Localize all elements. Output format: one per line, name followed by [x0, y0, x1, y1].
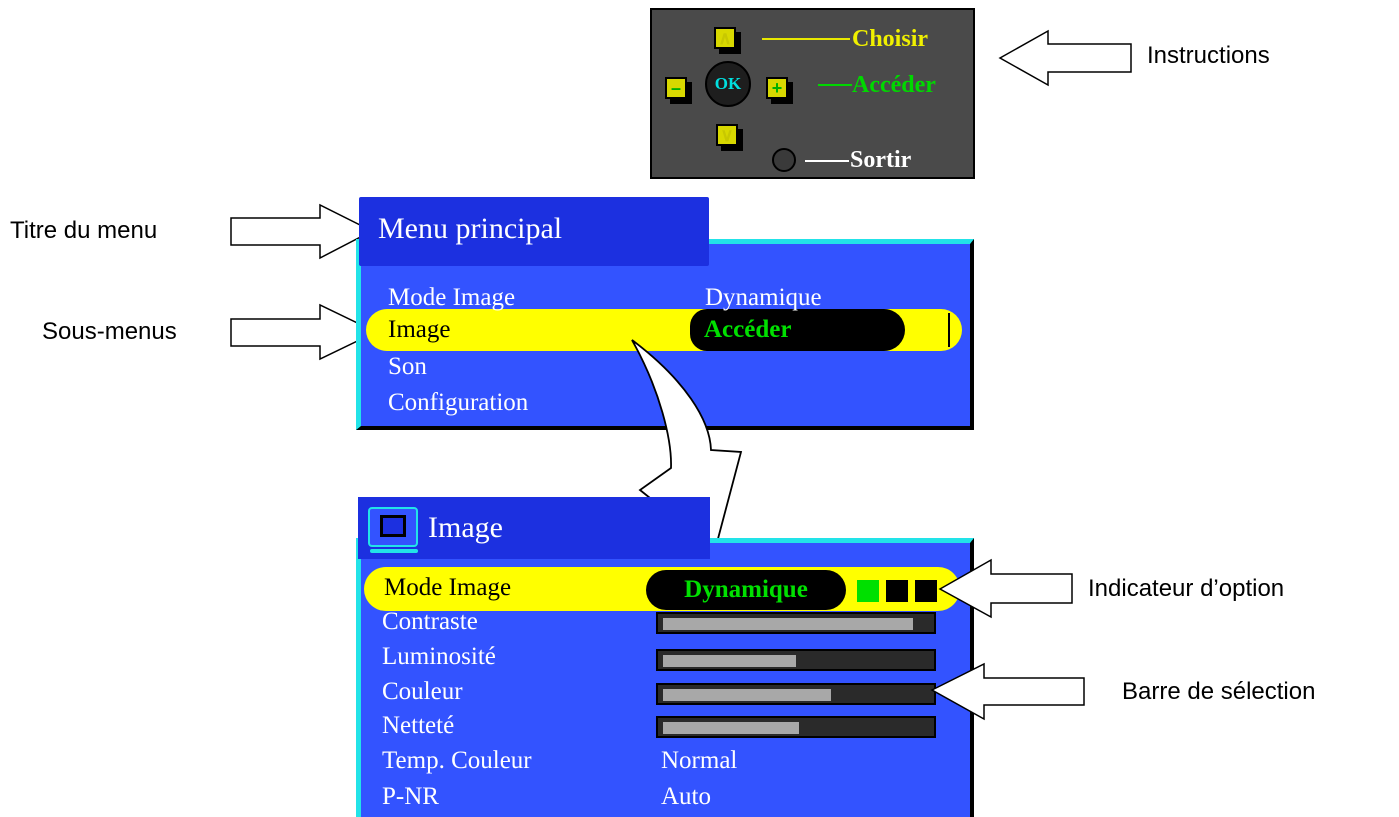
image-menu-item-couleur[interactable]: Couleur	[382, 678, 463, 705]
picture-icon-underline	[370, 549, 418, 553]
option-indicator-3	[915, 580, 937, 602]
luminosite-slider[interactable]	[656, 649, 936, 671]
down-key[interactable]: ∨	[716, 124, 738, 146]
up-arrow-icon: ∧	[718, 28, 732, 48]
image-menu-value-temp-couleur: Normal	[661, 747, 738, 774]
option-indicator-callout: Indicateur d’option	[1088, 575, 1285, 602]
couleur-slider[interactable]	[656, 683, 936, 705]
luminosite-slider-fill	[663, 655, 796, 667]
main-menu-item-mode-image[interactable]: Mode Image	[388, 284, 516, 311]
exit-leader-line	[805, 160, 849, 162]
minus-key[interactable]: –	[665, 77, 687, 99]
contraste-slider[interactable]	[656, 612, 936, 634]
image-menu-item-contraste[interactable]: Contraste	[382, 608, 478, 635]
selection-bar-arrow-icon	[930, 662, 1085, 721]
main-menu-item-configuration[interactable]: Configuration	[388, 389, 529, 416]
submenus-arrow-icon	[230, 303, 378, 361]
plus-key[interactable]: +	[766, 77, 788, 99]
main-menu-selection-divider	[948, 313, 950, 347]
up-key[interactable]: ∧	[714, 27, 736, 49]
exit-label: Sortir	[850, 147, 912, 173]
contraste-slider-fill	[663, 618, 913, 630]
instructions-arrow-icon	[998, 29, 1132, 87]
main-menu-item-image[interactable]: Image	[388, 316, 451, 343]
nettete-slider[interactable]	[656, 716, 936, 738]
image-menu-item-nettete[interactable]: Netteté	[382, 712, 455, 739]
ok-button[interactable]: OK	[705, 61, 751, 107]
choose-label: Choisir	[852, 26, 929, 52]
enter-leader-line	[818, 84, 852, 86]
main-menu-value-mode-image: Dynamique	[705, 284, 822, 311]
main-menu-item-son[interactable]: Son	[388, 353, 427, 380]
instructions-callout: Instructions	[1147, 42, 1270, 69]
image-menu-item-mode-image[interactable]: Mode Image	[384, 574, 512, 601]
picture-icon-screen	[380, 515, 406, 537]
down-arrow-icon: ∨	[720, 125, 734, 145]
couleur-slider-fill	[663, 689, 831, 701]
option-indicator-2	[886, 580, 908, 602]
image-menu-value-p-nr: Auto	[661, 783, 711, 810]
image-menu-item-luminosite[interactable]: Luminosité	[382, 643, 496, 670]
enter-label: Accéder	[852, 72, 936, 98]
image-menu-item-temp-couleur[interactable]: Temp. Couleur	[382, 747, 532, 774]
main-menu-selected-value[interactable]: Accéder	[690, 309, 905, 351]
main-menu-title: Menu principal	[359, 197, 709, 266]
image-menu-value-mode-image[interactable]: Dynamique	[646, 570, 846, 610]
plus-icon: +	[771, 78, 783, 98]
nettete-slider-fill	[663, 722, 799, 734]
choose-leader-line	[762, 38, 850, 40]
option-indicator-arrow-icon	[938, 558, 1073, 619]
minus-icon: –	[670, 78, 681, 98]
menu-title-arrow-icon	[230, 203, 374, 260]
option-indicator-1	[857, 580, 879, 602]
submenus-callout: Sous-menus	[42, 318, 177, 345]
remote-instructions-panel	[650, 8, 975, 179]
exit-button[interactable]	[772, 148, 796, 172]
selection-bar-callout: Barre de sélection	[1122, 678, 1316, 705]
image-menu-item-p-nr[interactable]: P-NR	[382, 783, 439, 810]
menu-title-callout: Titre du menu	[10, 217, 158, 244]
ok-label: OK	[714, 74, 742, 93]
